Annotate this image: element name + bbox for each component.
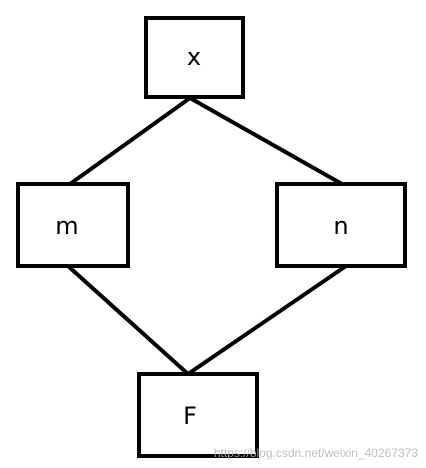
edge-x-n bbox=[189, 96, 343, 186]
node-n: n bbox=[275, 182, 407, 268]
node-n-label: n bbox=[333, 212, 348, 240]
node-x-box bbox=[144, 16, 245, 99]
node-m: m bbox=[16, 182, 130, 268]
node-x: x bbox=[144, 16, 245, 99]
node-m-label: m bbox=[55, 212, 78, 240]
node-m-box bbox=[16, 182, 130, 268]
node-x-label: x bbox=[187, 43, 201, 71]
edge-m-f bbox=[66, 264, 190, 376]
node-f-box bbox=[137, 372, 259, 458]
edge-n-f bbox=[186, 264, 348, 376]
node-f-label: F bbox=[183, 402, 197, 430]
node-f: F bbox=[137, 372, 259, 458]
node-n-box bbox=[275, 182, 407, 268]
edge-x-m bbox=[68, 96, 192, 186]
